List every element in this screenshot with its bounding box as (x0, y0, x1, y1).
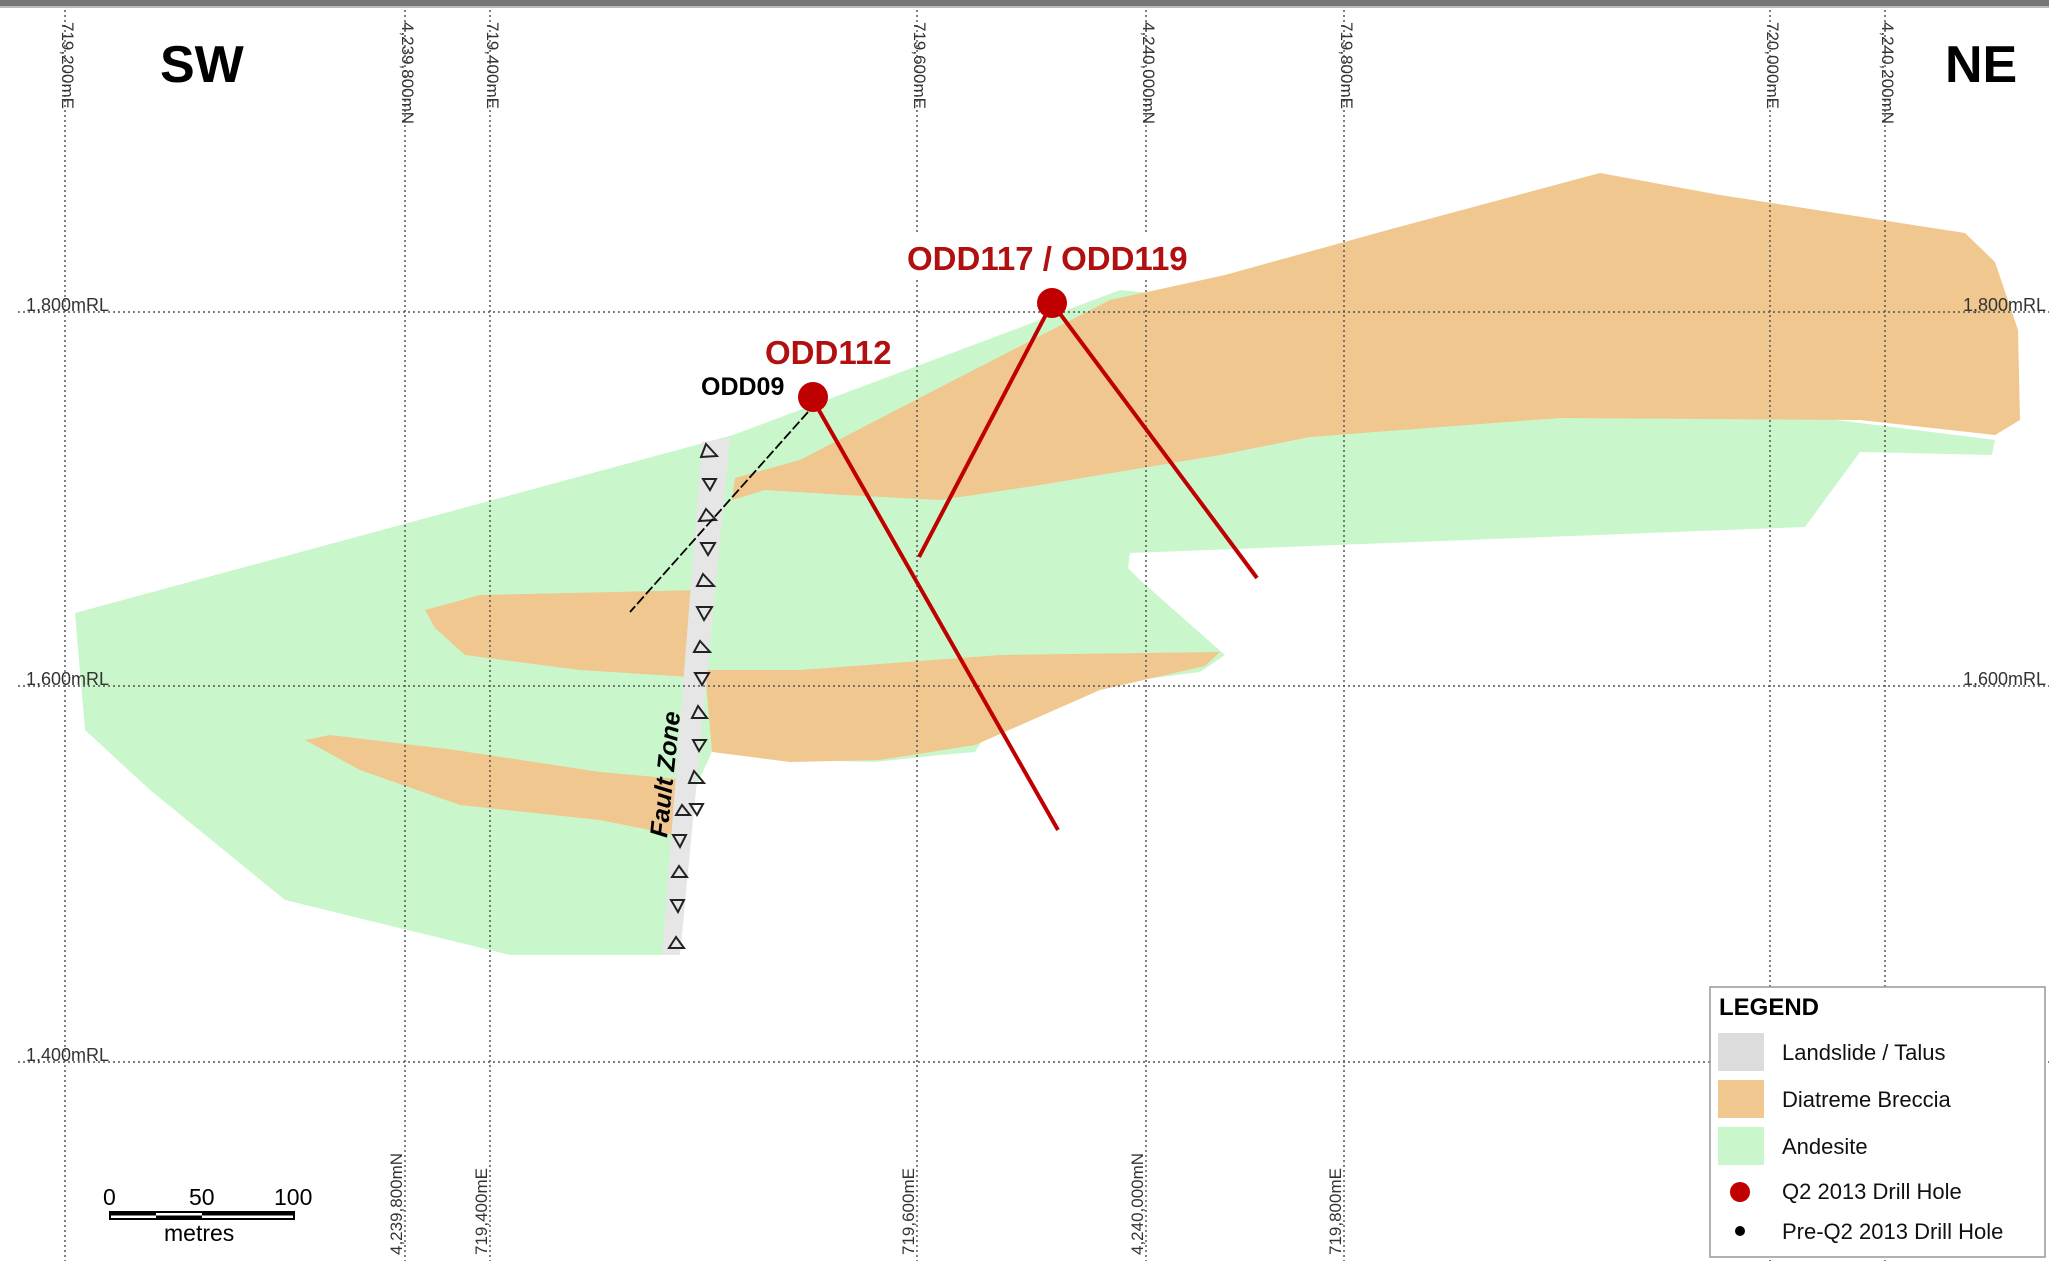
rl-label-right: 1,800mRL (1963, 295, 2046, 315)
grid-label-top: 4,240,200mN (1878, 22, 1897, 124)
talus-triangle (699, 442, 720, 459)
direction-label-sw: SW (160, 36, 245, 94)
drill-traces (629, 301, 1259, 831)
grid-label-bottom: 719,400mE (472, 1168, 491, 1255)
legend-swatch-andesite (1718, 1127, 1764, 1165)
drill-trace-odd112 (810, 397, 1060, 831)
rl-label-left: 1,400mRL (26, 1045, 109, 1065)
scale-bar-segment (156, 1215, 202, 1219)
direction-label-ne: NE (1945, 36, 2017, 94)
grid-label-top: 720,000mE (1763, 22, 1782, 109)
grid-labels-bottom: 4,239,800mN 719,400mE 719,600mE 4,240,00… (387, 1153, 1345, 1255)
grid-label-top: 719,400mE (483, 22, 502, 109)
talus-triangle (671, 834, 688, 850)
talus-triangle (670, 864, 689, 878)
rl-label-left: 1,800mRL (26, 295, 109, 315)
scale-tick-label: 50 (189, 1184, 215, 1210)
talus-triangle (688, 803, 705, 817)
legend-swatch-breccia (1718, 1080, 1764, 1118)
talus-triangle (697, 507, 719, 523)
talus-triangle (695, 572, 717, 587)
talus-triangle (692, 639, 713, 653)
grid-label-bottom: 719,800mE (1326, 1168, 1345, 1255)
drill-trace-odd09 (629, 411, 809, 613)
drill-trace-odd119 (1050, 301, 1259, 580)
talus-triangle (699, 542, 717, 557)
legend-red-dot-icon (1730, 1182, 1750, 1202)
legend-label-pre-q2-drill-hole: Pre-Q2 2013 Drill Hole (1782, 1219, 2003, 1244)
drill-label-odd112: ODD112 (765, 334, 892, 371)
legend: LEGEND Landslide / Talus Diatreme Brecci… (1709, 986, 2046, 1258)
talus-triangle (669, 899, 686, 915)
scale-unit-label: metres (164, 1220, 234, 1246)
legend-title: LEGEND (1719, 994, 1819, 1021)
talus-triangle (687, 769, 707, 784)
rl-label-left: 1,600mRL (26, 669, 109, 689)
grid-lines (18, 10, 2049, 1261)
grid-label-top: 719,600mE (910, 22, 929, 109)
drill-collar-odd112[interactable] (798, 382, 828, 412)
fault-zone-symbols (667, 442, 720, 949)
drill-label-odd09: ODD09 (701, 373, 784, 401)
scale-tick-label: 100 (274, 1184, 312, 1210)
legend-black-dot-icon (1735, 1226, 1745, 1236)
legend-swatch-landslide (1718, 1033, 1764, 1071)
diatreme-breccia-lower (305, 735, 690, 835)
grid-labels-top: 719,200mE 4,239,800mN 719,400mE 719,600m… (58, 22, 1897, 124)
odd117-label-background (906, 234, 1210, 278)
top-border (0, 0, 2049, 6)
scale-bar-segment (110, 1212, 156, 1216)
top-border-shadow (0, 6, 2049, 8)
grid-label-bottom: 4,240,000mN (1128, 1153, 1147, 1255)
legend-label-breccia: Diatreme Breccia (1782, 1087, 1951, 1112)
talus-triangle (691, 739, 708, 753)
legend-label-andesite: Andesite (1782, 1134, 1868, 1159)
talus-triangle (667, 935, 686, 949)
grid-label-top: 719,200mE (58, 22, 77, 109)
geology-layer (75, 173, 2020, 955)
grid-label-bottom: 4,239,800mN (387, 1153, 406, 1255)
fault-zone-talus (662, 438, 730, 955)
grid-label-bottom: 719,600mE (899, 1168, 918, 1255)
grid-label-top: 719,800mE (1337, 22, 1356, 109)
drill-trace-odd117 (917, 302, 1054, 558)
drill-label-odd117-odd119: ODD117 / ODD119 (907, 240, 1188, 277)
talus-triangle (695, 606, 714, 623)
rl-label-right: 1,600mRL (1963, 669, 2046, 689)
legend-box (1709, 986, 2046, 1258)
legend-label-q2-drill-hole: Q2 2013 Drill Hole (1782, 1179, 1962, 1204)
talus-triangle (674, 803, 693, 816)
scale-bar-segment (202, 1212, 294, 1216)
talus-triangle (701, 478, 718, 492)
drill-collar-odd117-odd119[interactable] (1037, 288, 1067, 318)
legend-label-landslide: Landslide / Talus (1782, 1040, 1946, 1065)
scale-tick-label: 0 (103, 1184, 116, 1210)
grid-label-top: 4,239,800mN (398, 22, 417, 124)
diatreme-breccia-middle-right (705, 652, 1220, 762)
diatreme-breccia-upper (732, 173, 2020, 500)
talus-triangle (693, 672, 711, 687)
grid-label-top: 4,240,000mN (1139, 22, 1158, 124)
rl-labels: 1,800mRL 1,600mRL 1,400mRL 1,800mRL 1,60… (26, 295, 2046, 1065)
talus-triangle (690, 704, 709, 719)
scale-bar: 0 50 100 metres (103, 1184, 312, 1246)
